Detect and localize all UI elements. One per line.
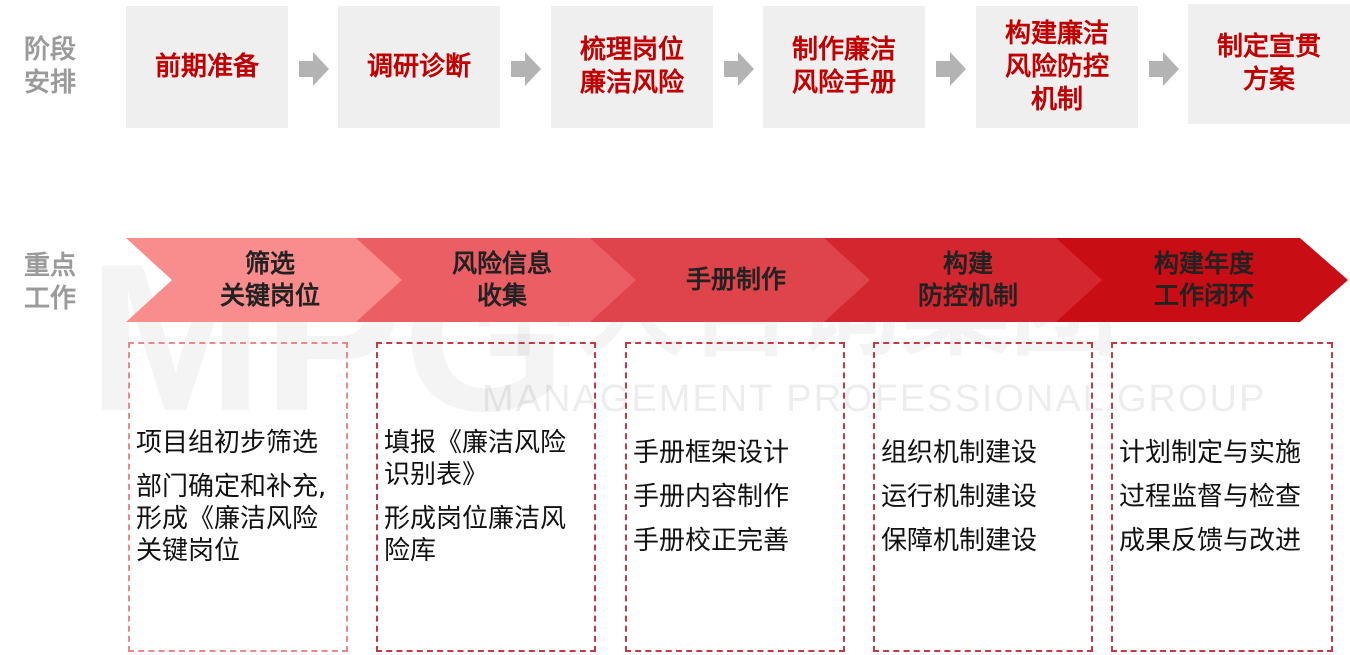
work-item: 项目组初步筛选 <box>136 428 319 458</box>
focus-chevron-band <box>126 238 1348 322</box>
work-box-3: 手册框架设计 手册内容制作 手册校正完善 <box>625 342 845 652</box>
work-box-4: 组织机制建设 运行机制建设 保障机制建设 <box>873 342 1093 652</box>
work-item: 组织机制建设 <box>881 438 1038 468</box>
work-item: 运行机制建设 <box>881 482 1038 512</box>
stage-row-label: 阶段 安排 <box>24 35 77 98</box>
chevron-2 <box>356 238 642 322</box>
focus-step-3: 手册制作 <box>685 265 786 294</box>
right-arrow-icon <box>299 52 329 86</box>
right-arrow-icon <box>1149 52 1179 86</box>
stage-box-5: 构建廉洁 风险防控 机制 <box>976 6 1138 128</box>
work-item: 计划制定与实施 <box>1119 438 1302 468</box>
stage-box-2: 调研诊断 <box>338 6 500 128</box>
work-item: 保障机制建设 <box>881 526 1038 556</box>
work-item: 形成岗位廉洁风 险库 <box>384 504 567 566</box>
work-item: 过程监督与检查 <box>1119 482 1302 512</box>
work-item: 填报《廉洁风险 识别表》 <box>384 428 567 490</box>
chevron-5 <box>1056 238 1348 322</box>
work-item: 部门确定和补充, 形成《廉洁风险 关键岗位 <box>136 472 327 566</box>
stage-box-4: 制作廉洁 风险手册 <box>763 6 925 128</box>
focus-step-1: 筛选 关键岗位 <box>219 249 320 310</box>
stage-box-3: 梳理岗位 廉洁风险 <box>551 6 713 128</box>
focus-step-5: 构建年度 工作闭环 <box>1153 249 1254 310</box>
work-item: 手册校正完善 <box>633 526 790 556</box>
work-box-1: 项目组初步筛选 部门确定和补充, 形成《廉洁风险 关键岗位 <box>128 342 348 652</box>
work-item: 成果反馈与改进 <box>1119 526 1302 556</box>
work-box-5: 计划制定与实施 过程监督与检查 成果反馈与改进 <box>1111 342 1333 652</box>
work-item: 手册内容制作 <box>633 482 790 512</box>
chevron-3 <box>590 238 876 322</box>
right-arrow-icon <box>511 52 541 86</box>
stage-box-6: 制定宣贯 方案 <box>1188 4 1350 124</box>
chevron-1 <box>126 238 410 322</box>
focus-row-label: 重点 工作 <box>24 251 77 314</box>
focus-step-4: 构建 防控机制 <box>917 249 1018 310</box>
focus-step-2: 风险信息 收集 <box>451 249 552 310</box>
right-arrow-icon <box>724 52 754 86</box>
chevron-4 <box>824 238 1108 322</box>
right-arrow-icon <box>936 52 966 86</box>
work-item: 手册框架设计 <box>633 438 790 468</box>
work-box-2: 填报《廉洁风险 识别表》 形成岗位廉洁风 险库 <box>376 342 596 652</box>
stage-box-1: 前期准备 <box>126 6 288 128</box>
